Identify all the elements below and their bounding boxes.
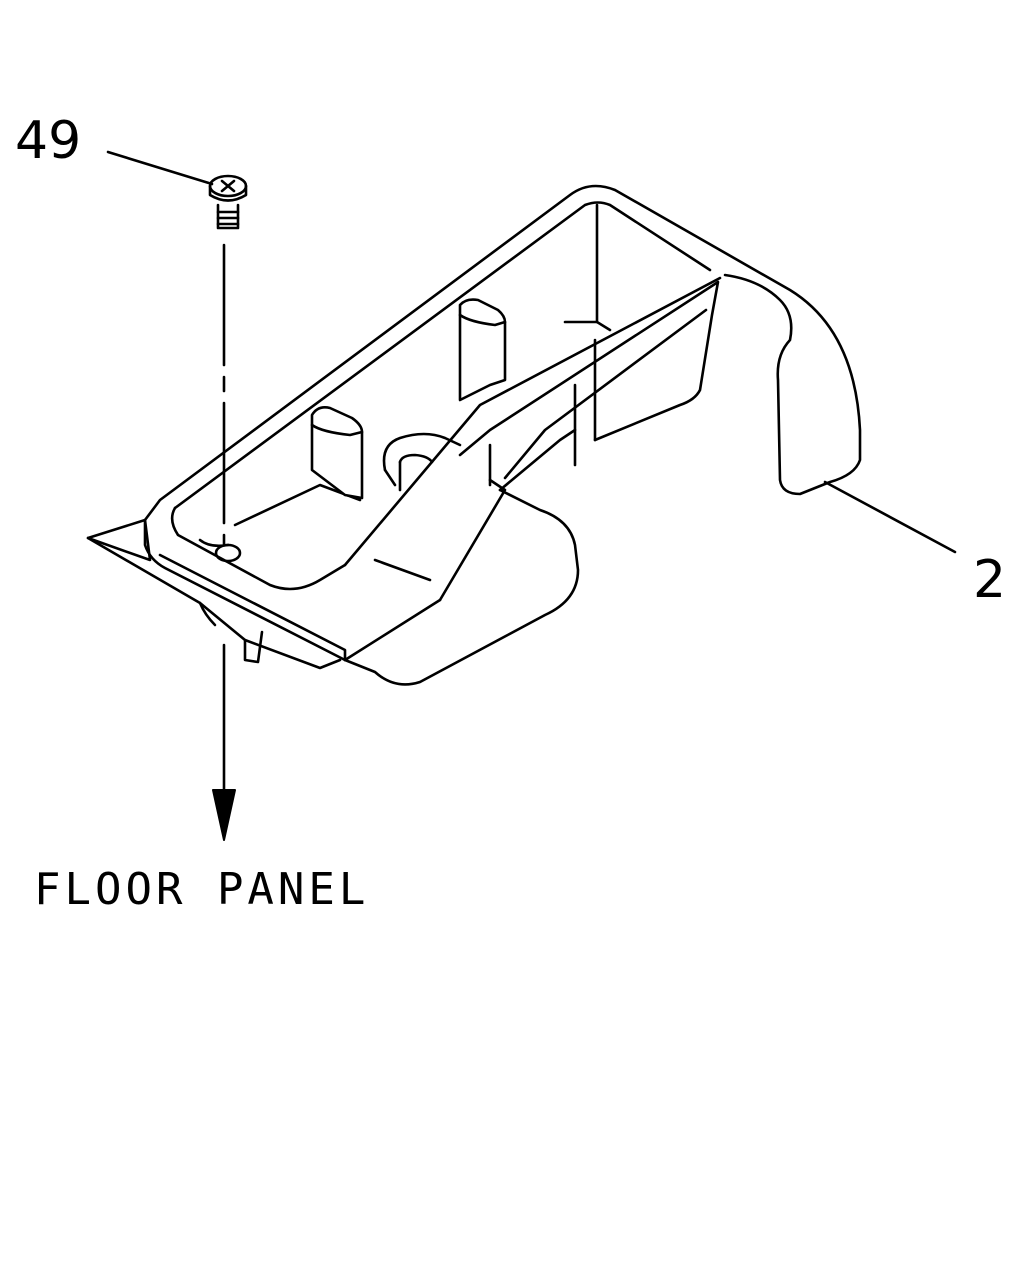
callout-49: 49 xyxy=(15,111,81,171)
callout-2: 2 xyxy=(973,550,1006,610)
leader-line-2 xyxy=(823,480,957,554)
standoff-post-front xyxy=(310,406,364,500)
arrow-down-icon xyxy=(212,643,236,841)
floor-panel-flange xyxy=(86,518,342,670)
leader-line-49 xyxy=(106,150,214,186)
standoff-post-rear xyxy=(458,298,507,402)
floor-panel-label: FLOOR PANEL xyxy=(34,864,369,915)
screw-icon xyxy=(208,174,248,230)
bracket-body xyxy=(143,184,862,686)
